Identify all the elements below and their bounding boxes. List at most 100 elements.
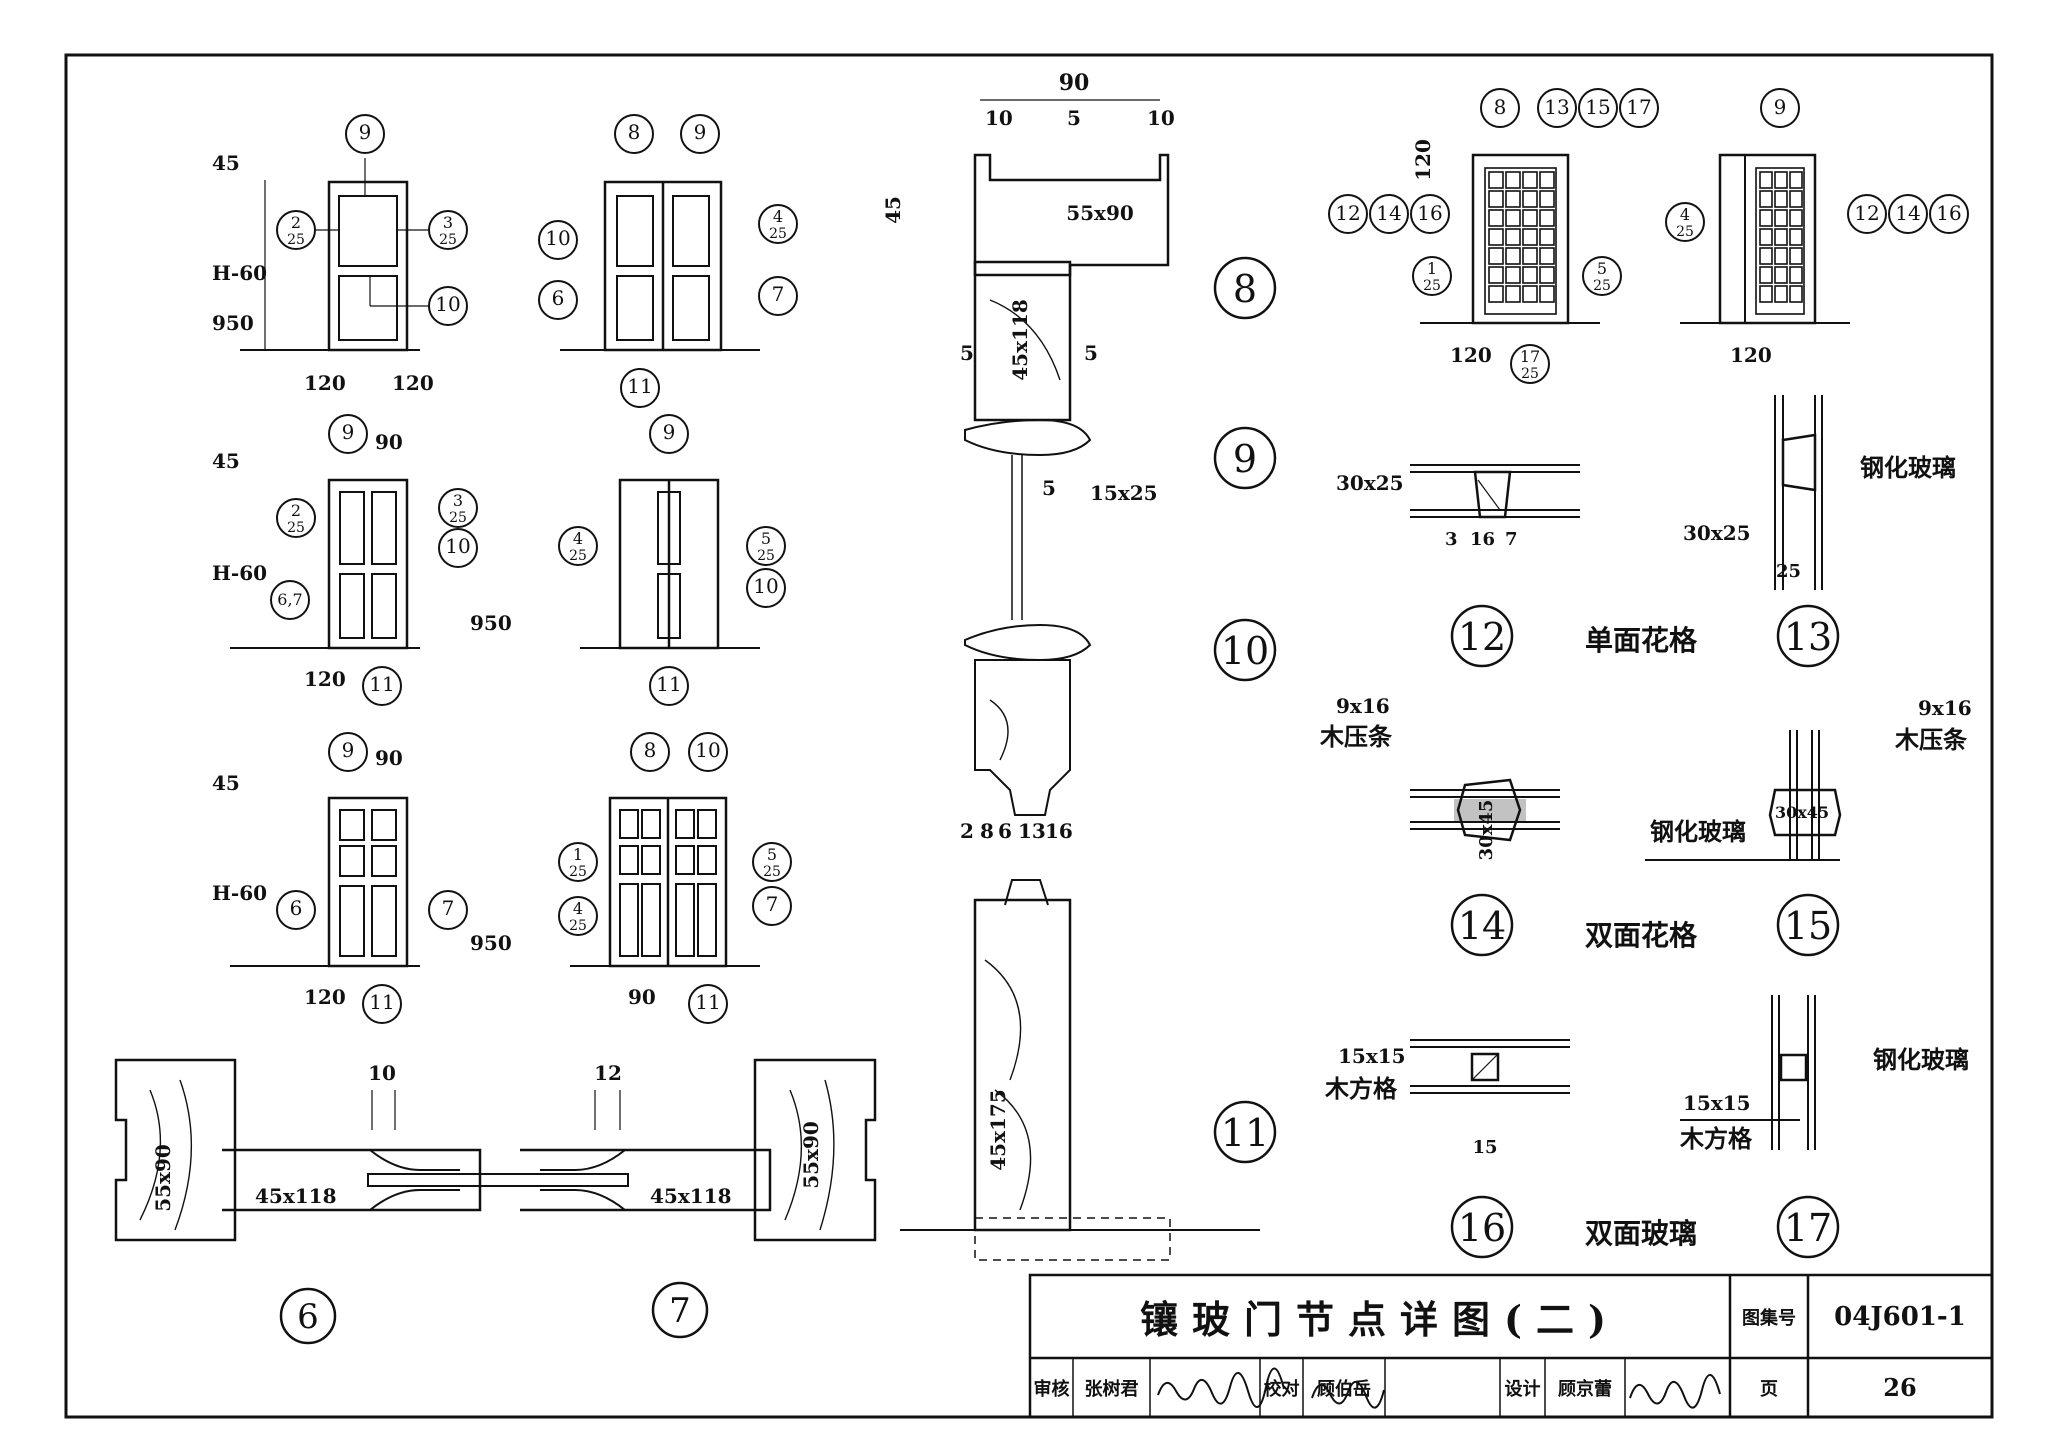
- svg-text:17: 17: [1626, 95, 1651, 119]
- svg-text:120: 120: [304, 985, 346, 1009]
- detail-13-text: 钢化玻璃 30x25 25 13: [1683, 453, 1956, 668]
- svg-text:15x15: 15x15: [1683, 1091, 1751, 1115]
- svg-text:10: 10: [695, 738, 720, 762]
- lattice-cell: [1539, 228, 1555, 246]
- lattice-cell: [1774, 266, 1788, 284]
- svg-text:30x25: 30x25: [1336, 471, 1404, 495]
- lattice-cell: [1774, 228, 1788, 246]
- svg-text:120: 120: [392, 371, 434, 395]
- svg-text:4: 4: [1680, 205, 1690, 224]
- lattice-cell: [1488, 247, 1504, 265]
- elevation-lattice-door-b: [1680, 153, 1850, 325]
- svg-text:45x118: 45x118: [1008, 299, 1032, 381]
- svg-text:9: 9: [694, 120, 707, 144]
- elevation-single-door-b: [230, 478, 420, 650]
- svg-text:16: 16: [1470, 529, 1495, 550]
- svg-text:8: 8: [980, 819, 994, 843]
- svg-text:25: 25: [1593, 278, 1611, 294]
- svg-text:25: 25: [1423, 278, 1441, 294]
- svg-text:1: 1: [573, 845, 583, 864]
- svg-text:8: 8: [1494, 95, 1507, 119]
- section-6-7: [114, 1058, 877, 1242]
- lattice-cell: [1539, 247, 1555, 265]
- svg-text:30x25: 30x25: [1683, 521, 1751, 545]
- svg-text:45: 45: [881, 196, 905, 224]
- svg-text:90: 90: [375, 746, 403, 770]
- svg-text:950: 950: [470, 931, 512, 955]
- svg-text:4: 4: [773, 207, 783, 226]
- lattice-cell: [1522, 266, 1538, 284]
- svg-text:14: 14: [1458, 904, 1506, 948]
- svg-text:950: 950: [212, 311, 254, 335]
- lattice-cell: [1789, 171, 1803, 189]
- lattice-cell: [1505, 171, 1521, 189]
- svg-text:木方格: 木方格: [1679, 1124, 1753, 1153]
- lattice-cell: [1505, 209, 1521, 227]
- svg-text:11: 11: [1221, 1111, 1269, 1155]
- page-number: 26: [1883, 1373, 1917, 1402]
- elevation-lattice-door-b-bubbles: 9 4 25 12 14 16 120: [1665, 88, 1969, 367]
- lattice-cell: [1522, 285, 1538, 303]
- elevation-single-door-c: [230, 796, 420, 968]
- svg-text:木压条: 木压条: [1319, 722, 1393, 751]
- svg-text:25: 25: [1521, 366, 1539, 382]
- svg-text:11: 11: [695, 990, 720, 1014]
- svg-text:9: 9: [1774, 95, 1787, 119]
- detail-12-text: 30x25 3 16 7 12 单面花格: [1336, 471, 1698, 668]
- svg-text:8: 8: [628, 120, 641, 144]
- atlas-number: 04J601-1: [1834, 1301, 1966, 1332]
- svg-text:30x45: 30x45: [1476, 800, 1497, 861]
- svg-text:9: 9: [663, 420, 676, 444]
- svg-text:5: 5: [1597, 259, 1607, 278]
- detail-12: [1410, 464, 1580, 519]
- detail-16-text: 15x15 木方格 15 16 双面玻璃: [1324, 1044, 1697, 1259]
- elevation-double-door-b: [580, 478, 760, 650]
- lattice-cell: [1539, 209, 1555, 227]
- lattice-cell: [1522, 190, 1538, 208]
- svg-text:5: 5: [761, 529, 771, 548]
- lattice-cell: [1774, 190, 1788, 208]
- svg-text:25: 25: [287, 520, 305, 536]
- detail-13: [1774, 395, 1823, 590]
- svg-text:5: 5: [1084, 341, 1098, 365]
- lattice-cell: [1488, 190, 1504, 208]
- svg-text:钢化玻璃: 钢化玻璃: [1860, 453, 1956, 482]
- svg-text:12: 12: [594, 1061, 622, 1085]
- section-6-7-text: 55x90 55x90 45x118 45x118 10 12 6 7: [151, 1061, 823, 1345]
- lattice-cell: [1505, 266, 1521, 284]
- svg-text:45: 45: [212, 449, 240, 473]
- lattice-cell: [1774, 209, 1788, 227]
- elevation-single-door-b-bubbles: 9 90 2 25 3 25 10 6,7 11 45 H-60 950 120: [212, 414, 512, 706]
- svg-text:12: 12: [1458, 615, 1506, 659]
- svg-text:3: 3: [443, 213, 453, 232]
- svg-text:25: 25: [763, 864, 781, 880]
- svg-text:7: 7: [766, 892, 779, 916]
- vertical-section-text: 90 10 5 10 55x90 45 45x118 15x25 5 5 5 4…: [881, 70, 1277, 1171]
- svg-text:7: 7: [669, 1291, 691, 1331]
- svg-text:16: 16: [1936, 201, 1961, 225]
- svg-text:双面花格: 双面花格: [1585, 919, 1698, 952]
- page-label: 页: [1760, 1378, 1778, 1400]
- lattice-cell: [1759, 285, 1773, 303]
- svg-text:12: 12: [1854, 201, 1879, 225]
- svg-text:1: 1: [1427, 259, 1437, 278]
- lattice-cell: [1488, 266, 1504, 284]
- svg-text:25: 25: [569, 548, 587, 564]
- svg-text:45x118: 45x118: [255, 1184, 337, 1208]
- elevation-lattice-door-a-grid: [1488, 171, 1555, 303]
- svg-text:9: 9: [342, 738, 355, 762]
- svg-text:9: 9: [342, 420, 355, 444]
- detail-15-text: 9x16 木压条 30x45 钢化玻璃 15: [1650, 696, 1972, 957]
- detail-16: [1410, 1039, 1570, 1094]
- svg-text:H-60: H-60: [212, 261, 267, 285]
- svg-text:9x16: 9x16: [1336, 694, 1390, 718]
- svg-text:双面玻璃: 双面玻璃: [1585, 1217, 1697, 1250]
- svg-text:25: 25: [1676, 224, 1694, 240]
- svg-text:55x90: 55x90: [799, 1121, 823, 1189]
- svg-text:7: 7: [442, 896, 455, 920]
- svg-text:14: 14: [1895, 201, 1920, 225]
- svg-text:13: 13: [1784, 615, 1832, 659]
- svg-text:15: 15: [1585, 95, 1610, 119]
- elevation-single-door-a: [240, 158, 430, 352]
- svg-text:10: 10: [753, 574, 778, 598]
